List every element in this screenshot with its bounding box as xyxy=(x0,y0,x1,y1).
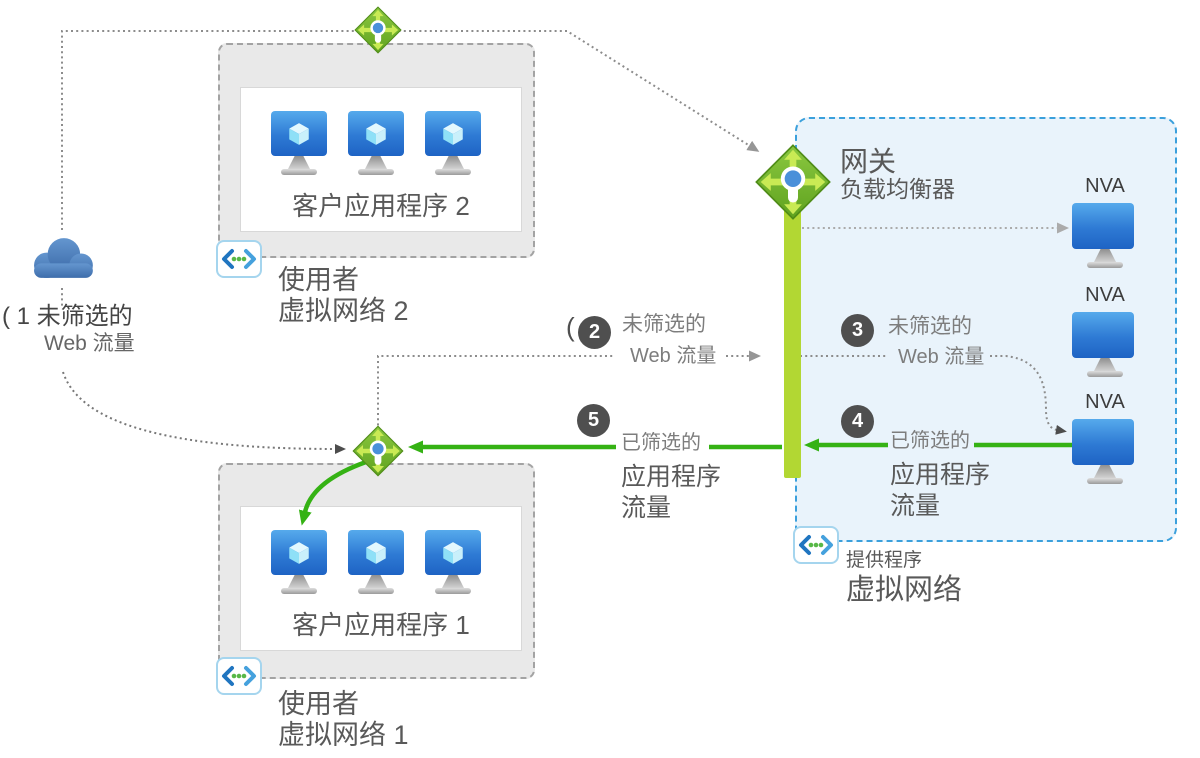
flow2-paren: ( xyxy=(566,312,575,342)
cube-icon xyxy=(443,122,463,145)
consumer-vnet1-box: 客户应用程序 1 xyxy=(218,463,535,679)
consumer1-caption-line1: 使用者 xyxy=(278,689,359,719)
flow2-label-line2: Web 流量 xyxy=(630,345,717,367)
flow5-label: 已筛选的 应用程序 流量 xyxy=(621,432,721,524)
gateway-title-line2: 负载均衡器 xyxy=(840,176,955,202)
flow4-badge: 4 xyxy=(841,405,874,438)
nva-2: NVA xyxy=(1072,284,1138,377)
flow3-label-line1: 未筛选的 xyxy=(888,315,972,338)
app-box-2: 客户应用程序 2 xyxy=(240,87,522,232)
vnet-icon-consumer1 xyxy=(216,657,262,695)
flow5-label-line2: 应用程序 xyxy=(621,463,722,491)
vnet-icon-provider xyxy=(793,526,839,564)
gateway-title-line1: 网关 xyxy=(840,146,897,177)
consumer1-caption: 使用者 虚拟网络 1 xyxy=(278,689,409,751)
flow2-label: 未筛选的 Web 流量 xyxy=(622,313,716,367)
flow2-path-a xyxy=(377,355,613,441)
flow4-label: 已筛选的 应用程序 流量 xyxy=(890,430,990,522)
consumer1-caption-line2: 虚拟网络 1 xyxy=(278,720,409,750)
app-box-1: 客户应用程序 1 xyxy=(240,506,522,651)
nva1-label: NVA xyxy=(1085,175,1125,197)
cube-icon xyxy=(366,122,386,145)
flow2-badge: 2 xyxy=(578,316,611,349)
nva-monitor-icon xyxy=(1072,312,1134,358)
consumer2-caption: 使用者 虚拟网络 2 xyxy=(278,265,409,327)
flow4-label-line2: 应用程序 xyxy=(890,461,991,489)
gateway-load-balancer-icon xyxy=(755,144,831,220)
customer-app1-label: 客户应用程序 1 xyxy=(292,610,470,640)
provider-caption-line2: 虚拟网络 xyxy=(846,574,963,606)
gateway-bar xyxy=(784,200,801,478)
cube-icon xyxy=(289,541,309,564)
flow1-top-path xyxy=(61,30,760,230)
flow1-label-line1: 未筛选的 xyxy=(36,303,133,330)
provider-caption-line1: 提供程序 xyxy=(846,550,923,571)
cube-icon xyxy=(366,541,386,564)
flow5-badge: 5 xyxy=(577,404,610,437)
flow1-marker: ( 1 xyxy=(2,303,31,330)
provider-caption: 提供程序 虚拟网络 xyxy=(846,549,962,607)
load-balancer-icon-consumer1 xyxy=(352,425,404,477)
load-balancer-icon-top xyxy=(354,6,402,54)
flow5-label-line3: 流量 xyxy=(621,494,672,522)
flow3-badge: 3 xyxy=(841,314,874,347)
flow3-path-b xyxy=(990,355,1067,435)
cloud-icon xyxy=(34,238,93,278)
nva-monitor-icon xyxy=(1072,203,1134,249)
flow3-label: 未筛选的 Web 流量 xyxy=(888,315,984,368)
flow1-label-line2: Web 流量 xyxy=(44,332,135,355)
vm-icon xyxy=(271,530,327,594)
flow4-label-line1: 已筛选的 xyxy=(890,430,970,452)
flow2-label-line1: 未筛选的 xyxy=(622,313,706,336)
flow4-label-line3: 流量 xyxy=(890,492,941,520)
nva3-label: NVA xyxy=(1085,391,1125,413)
flow3-label-line2: Web 流量 xyxy=(898,346,985,368)
consumer2-caption-line2: 虚拟网络 2 xyxy=(278,296,409,326)
nva-3: NVA xyxy=(1072,391,1138,484)
vm-icon xyxy=(348,111,404,175)
nva2-label: NVA xyxy=(1085,284,1125,306)
flow1-label: ( 1 未筛选的 Web 流量 xyxy=(2,302,135,356)
flow5-label-line1: 已筛选的 xyxy=(621,432,701,454)
gateway-title: 网关 负载均衡器 xyxy=(840,146,955,202)
cube-icon xyxy=(443,541,463,564)
vm-icon xyxy=(425,111,481,175)
consumer2-caption-line1: 使用者 xyxy=(278,265,359,295)
vm-icon xyxy=(348,530,404,594)
flow1-curve-path xyxy=(62,371,346,454)
diamond-to-vm-path xyxy=(298,459,367,526)
vnet-icon-consumer2 xyxy=(216,240,262,278)
nva-1: NVA xyxy=(1072,175,1138,268)
cube-icon xyxy=(289,122,309,145)
customer-app2-label: 客户应用程序 2 xyxy=(292,191,470,221)
consumer-vnet2-box: 客户应用程序 2 xyxy=(218,43,535,258)
nva-monitor-icon xyxy=(1072,419,1134,465)
vm-icon xyxy=(425,530,481,594)
vm-icon xyxy=(271,111,327,175)
